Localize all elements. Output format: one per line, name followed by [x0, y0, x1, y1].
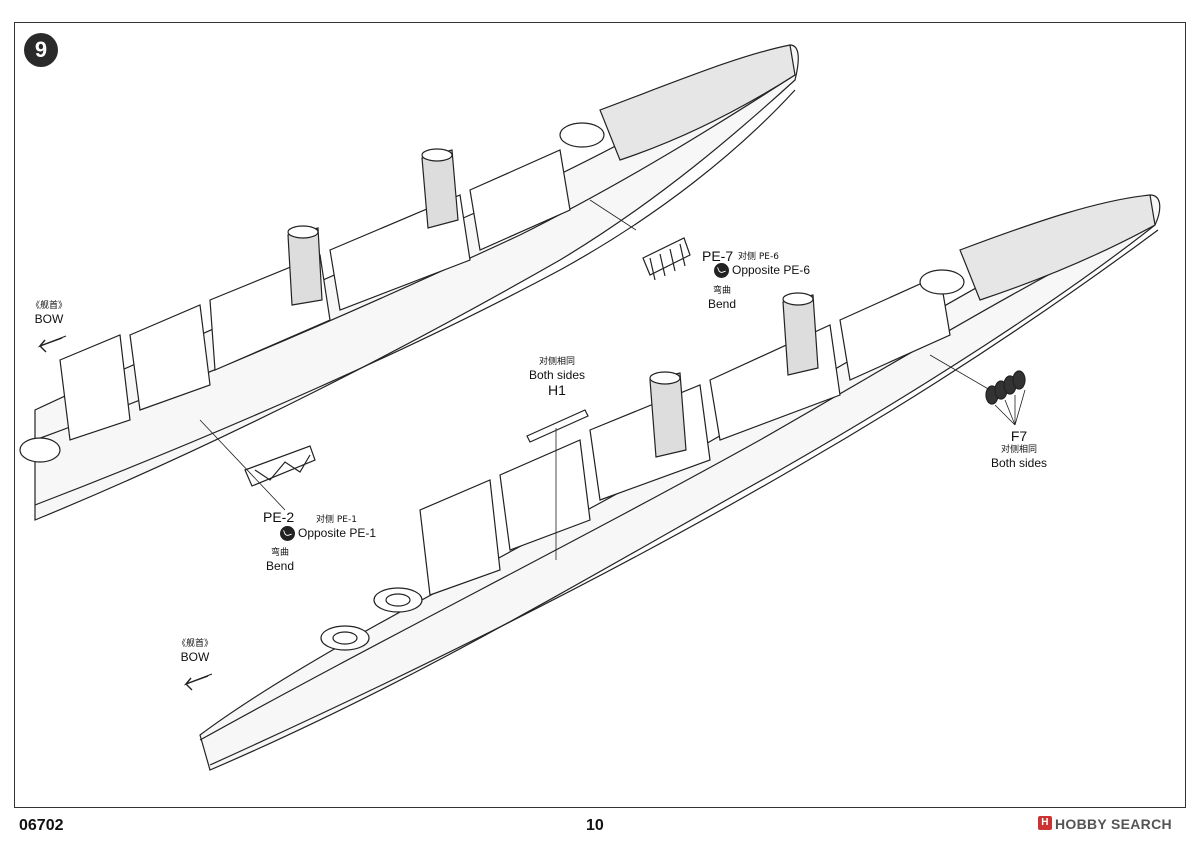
f7-label: F7 对侧相同 Both sides [984, 428, 1054, 470]
pe2-opposite-en: Opposite PE-1 [298, 526, 377, 540]
pe2-bend-cn: 弯曲 [270, 548, 289, 558]
bow-label-bottom-en: BOW [180, 650, 210, 664]
page-frame [14, 22, 1186, 808]
bottom-ship-turret-fwd-1 [373, 587, 423, 613]
pe2-bend: 弯曲 Bend [258, 547, 302, 573]
pe7-opposite-cn: 对侧 PE-6 [738, 252, 779, 262]
pe2-bend-en: Bend [265, 559, 295, 573]
pe2-opposite-line: Opposite PE-1 [280, 526, 377, 542]
bend-icon [280, 526, 295, 542]
watermark-logo-icon: H [1038, 816, 1052, 830]
pe7-bend: 弯曲 Bend [700, 285, 744, 311]
pe7-part [589, 199, 691, 281]
pe7-bend-cn: 弯曲 [712, 286, 731, 296]
h1-both-sides: Both sides [528, 368, 586, 382]
f7-code: F7 [1010, 428, 1028, 444]
pe2-code: PE-2 [263, 509, 295, 525]
top-ship-funnel-2 [421, 149, 459, 229]
pe7-code: PE-7 [702, 248, 734, 264]
bottom-ship-funnel-1 [649, 372, 687, 458]
bow-label-bottom: 《舰首》 BOW [170, 638, 220, 664]
pe7-label: PE-7 [702, 248, 733, 264]
page-number: 10 [586, 817, 604, 834]
top-ship-funnel-1 [287, 227, 323, 306]
bow-label-top-en: BOW [34, 312, 64, 326]
f7-parts [929, 354, 1026, 426]
top-ship-waterline [34, 89, 796, 506]
pe7-opposite-en: Opposite PE-6 [732, 263, 811, 277]
pe2-opposite: 对侧 PE-1 [316, 513, 357, 527]
bottom-ship-turret-fwd-2 [320, 625, 370, 651]
bow-label-bottom-cn: 《舰首》 [176, 639, 213, 649]
pe7-opposite: 对侧 PE-6 [738, 250, 779, 264]
bow-label-top: 《舰首》 BOW [24, 300, 74, 326]
product-code: 06702 [19, 817, 64, 834]
h1-label: 对侧相同 Both sides H1 [522, 356, 592, 398]
pe2-opposite-cn: 对侧 PE-1 [316, 515, 357, 525]
bend-icon [714, 263, 729, 279]
step-number-badge: 9 [24, 33, 58, 67]
h1-part [526, 409, 589, 560]
top-ship-helipad [19, 437, 61, 463]
pe2-label: PE-2 [263, 509, 294, 525]
watermark-text: HOBBY SEARCH [1055, 816, 1172, 832]
pe7-opposite-line: Opposite PE-6 [714, 263, 811, 279]
pe7-bend-en: Bend [707, 297, 737, 311]
top-ship-superstructure [59, 149, 571, 441]
bottom-ship-funnel-2 [782, 294, 819, 376]
f7-cn: 对侧相同 [1000, 445, 1037, 455]
bottom-ship-turret-1 [919, 269, 965, 295]
bottom-ship-deck-planking [959, 194, 1156, 301]
pe2-part [199, 419, 316, 511]
bottom-ship-deck-line [199, 219, 1156, 741]
top-ship-turret-1 [559, 122, 605, 148]
f7-both-sides: Both sides [990, 456, 1048, 470]
top-ship-deck-planking [599, 44, 796, 161]
h1-cn: 对侧相同 [538, 357, 575, 367]
bow-label-top-cn: 《舰首》 [30, 301, 67, 311]
h1-code: H1 [548, 382, 566, 398]
bottom-ship-waterline [209, 229, 1159, 766]
